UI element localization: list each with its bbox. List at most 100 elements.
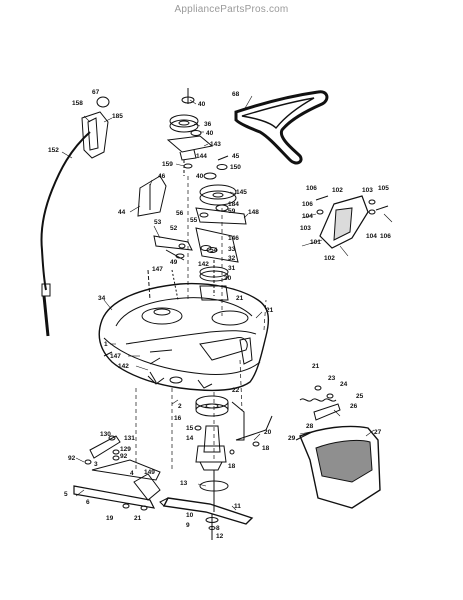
callout-147: 147 <box>152 266 163 273</box>
callout-18: 18 <box>228 463 236 470</box>
callout-4: 4 <box>130 470 134 477</box>
callout-54: 54 <box>210 247 218 254</box>
blade-bolt <box>205 514 219 540</box>
callout-labels: 6715818515240364014314415945150406846441… <box>48 89 391 540</box>
callout-103: 103 <box>300 225 311 232</box>
callout-158: 158 <box>72 100 83 107</box>
callout-13: 13 <box>180 480 188 487</box>
idler-arm-53 <box>153 235 193 261</box>
callout-5: 5 <box>64 491 68 498</box>
callout-150: 150 <box>230 164 241 171</box>
callout-131: 131 <box>124 435 135 442</box>
callout-23: 23 <box>328 375 336 382</box>
callout-31: 31 <box>228 265 236 272</box>
callout-9: 9 <box>186 522 190 529</box>
callout-36: 36 <box>204 121 212 128</box>
callout-40: 40 <box>198 101 206 108</box>
front-link-assembly <box>73 435 161 511</box>
callout-6: 6 <box>86 499 90 506</box>
callout-44: 44 <box>118 209 126 216</box>
callout-40: 40 <box>206 130 214 137</box>
callout-25: 25 <box>356 393 364 400</box>
callout-16: 16 <box>174 415 182 422</box>
leader-lines <box>61 95 393 511</box>
callout-45: 45 <box>232 153 240 160</box>
callout-22: 22 <box>232 387 240 394</box>
discharge-chute <box>295 385 381 509</box>
callout-147: 147 <box>110 353 121 360</box>
callout-106: 106 <box>306 185 317 192</box>
callout-24: 24 <box>340 381 348 388</box>
callout-30: 30 <box>224 275 232 282</box>
callout-40: 40 <box>196 173 204 180</box>
callout-28: 28 <box>306 423 314 430</box>
callout-67: 67 <box>92 89 100 96</box>
spring-142 <box>147 269 179 383</box>
deck-hangers <box>149 357 183 384</box>
callout-152: 152 <box>48 147 59 154</box>
alignment-lines <box>135 176 267 470</box>
callout-106: 106 <box>380 233 391 240</box>
callout-103: 103 <box>362 187 373 194</box>
callout-8: 8 <box>216 525 220 532</box>
callout-33: 33 <box>228 246 236 253</box>
callout-52: 52 <box>170 225 178 232</box>
callout-2: 2 <box>178 403 182 410</box>
callout-148: 148 <box>248 209 259 216</box>
callout-11: 11 <box>234 503 241 510</box>
front-hanger-bracket <box>229 401 273 455</box>
callout-56: 56 <box>176 210 184 217</box>
callout-26: 26 <box>350 403 358 410</box>
baffle-assembly <box>315 195 389 249</box>
callout-106: 106 <box>302 201 313 208</box>
callout-143: 143 <box>210 141 221 148</box>
site-watermark: AppliancePartsPros.com <box>174 4 289 15</box>
callout-145: 145 <box>236 189 247 196</box>
callout-104: 104 <box>366 233 377 240</box>
callout-21: 21 <box>236 295 244 302</box>
center-pulley-31 <box>199 247 229 301</box>
callout-146: 146 <box>228 235 239 242</box>
callout-27: 27 <box>374 429 382 436</box>
callout-19: 19 <box>106 515 114 522</box>
callout-129: 129 <box>120 446 131 453</box>
callout-104: 104 <box>302 213 313 220</box>
callout-142: 142 <box>118 363 129 370</box>
callout-3: 3 <box>94 461 98 468</box>
callout-105: 105 <box>378 185 389 192</box>
callout-12: 12 <box>216 533 224 540</box>
callout-14: 14 <box>186 435 194 442</box>
hardware-45-150 <box>216 155 229 170</box>
callout-1: 1 <box>104 341 108 348</box>
mower-deck <box>98 282 270 392</box>
callout-49: 49 <box>170 259 178 266</box>
callout-55: 55 <box>190 217 198 224</box>
callout-144: 144 <box>196 153 207 160</box>
callout-32: 32 <box>228 255 236 262</box>
callout-142: 142 <box>198 261 209 268</box>
mower-blade <box>159 497 254 525</box>
callout-159: 159 <box>162 161 173 168</box>
callout-102: 102 <box>332 187 343 194</box>
blade-spindle-14 <box>194 425 227 471</box>
callout-92: 92 <box>120 453 128 460</box>
idler-pulley-upper <box>166 88 214 176</box>
callout-46: 46 <box>158 173 166 180</box>
belt-guard-44 <box>137 175 167 217</box>
callout-68: 68 <box>232 91 240 98</box>
spindle-housing-16 <box>195 395 229 417</box>
callout-130: 130 <box>100 431 111 438</box>
callout-21: 21 <box>266 307 274 314</box>
callout-18: 18 <box>262 445 270 452</box>
callout-102: 102 <box>324 255 335 262</box>
callout-53: 53 <box>154 219 162 226</box>
callout-20: 20 <box>264 429 272 436</box>
callout-185: 185 <box>112 113 123 120</box>
callout-15: 15 <box>186 425 194 432</box>
callout-59: 59 <box>228 208 236 215</box>
callout-149: 149 <box>144 469 155 476</box>
drive-belt <box>234 90 329 165</box>
callout-92: 92 <box>68 455 76 462</box>
